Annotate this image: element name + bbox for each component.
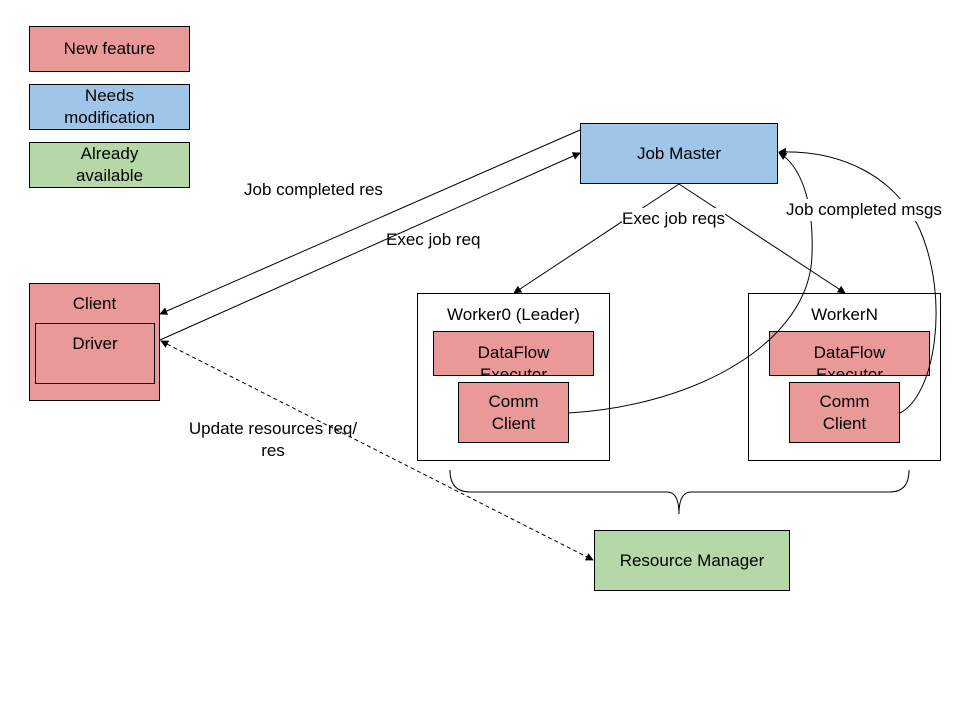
label-update-resources: Update resources req/ res <box>188 419 358 460</box>
legend-new-feature-label: New feature <box>63 39 156 58</box>
legend-needs-modification: Needs modification <box>29 84 190 130</box>
legend-new-feature: New feature <box>29 26 190 72</box>
edge-job-completed-res <box>159 129 581 315</box>
workern-executor-label: DataFlow Executor <box>813 343 886 376</box>
resource-manager-node: Resource Manager <box>594 530 790 591</box>
workern-label: WorkerN <box>811 305 878 324</box>
edge-exec-job-reqs-workern <box>678 183 846 294</box>
edge-job-completed-msgs-workern <box>778 147 937 414</box>
legend-needs-modification-label: Needs modification <box>64 86 155 127</box>
driver-label: Driver <box>72 334 118 353</box>
label-job-completed-res: Job completed res <box>244 180 383 199</box>
worker0-label: Worker0 (Leader) <box>447 305 580 324</box>
label-exec-job-req: Exec job req <box>386 230 481 249</box>
workern-comm-client-label: Comm Client <box>819 391 870 433</box>
legend-already-available: Already available <box>29 142 190 188</box>
workers-brace <box>449 469 910 515</box>
edge-exec-job-req <box>159 152 581 341</box>
job-master-label: Job Master <box>636 143 722 163</box>
edge-job-completed-msgs-worker0 <box>568 152 813 414</box>
client-label: Client <box>72 294 117 313</box>
job-master-node: Job Master <box>580 123 778 184</box>
label-exec-job-reqs: Exec job reqs <box>622 208 725 230</box>
workern-comm-client-node: Comm Client <box>789 382 900 443</box>
edge-update-resources <box>160 340 594 561</box>
label-job-completed-msgs: Job completed msgs <box>786 199 942 221</box>
resource-manager-label: Resource Manager <box>619 550 765 570</box>
driver-node: Driver <box>35 323 155 384</box>
edge-exec-job-reqs-worker0 <box>513 183 680 294</box>
workern-executor-node: DataFlow Executor <box>769 331 930 376</box>
legend-already-available-label: Already available <box>75 144 144 185</box>
